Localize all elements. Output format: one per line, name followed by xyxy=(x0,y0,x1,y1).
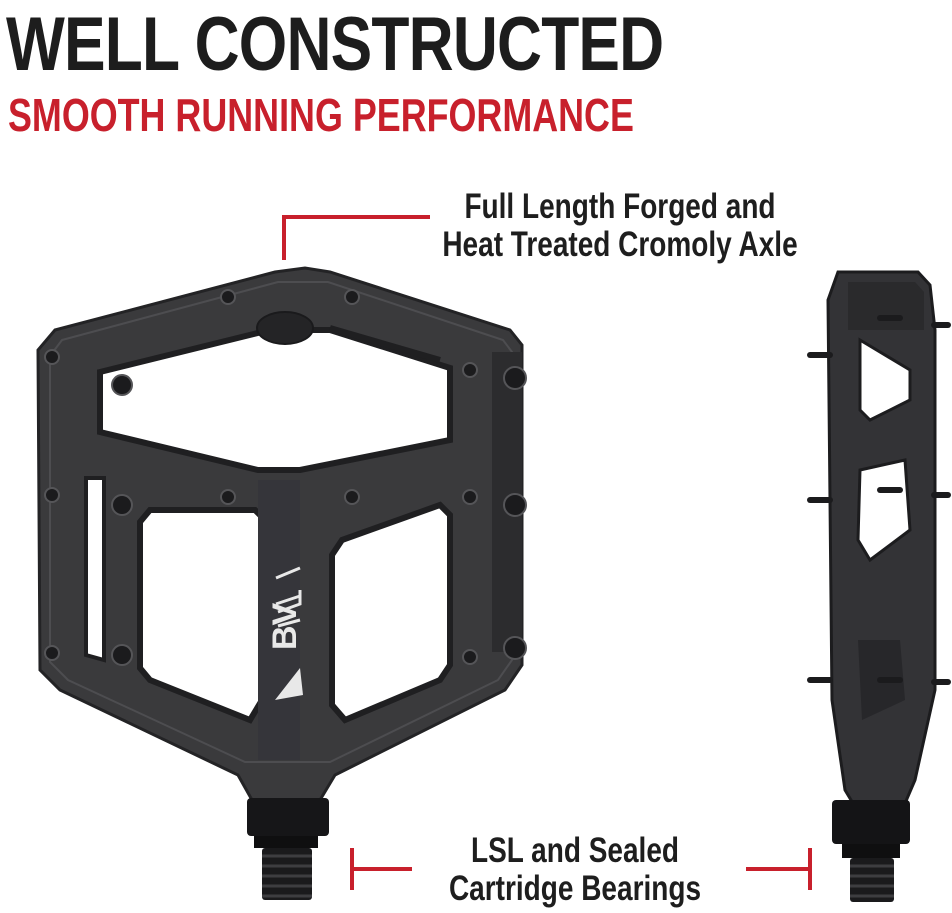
pedal-front-view: BV xyxy=(36,266,527,900)
bearings-callout-bracket-left xyxy=(350,848,412,890)
bearings-callout-bracket-right xyxy=(746,848,812,890)
headline-subtitle: SMOOTH RUNNING PERFORMANCE xyxy=(8,89,634,141)
axle-callout: Full Length Forged and Heat Treated Crom… xyxy=(440,188,800,264)
bv-logo-text: BV xyxy=(266,602,304,650)
bearings-callout-line1: LSL and Sealed xyxy=(471,831,679,870)
axle-callout-bracket xyxy=(282,215,430,260)
axle-callout-line1: Full Length Forged and xyxy=(464,187,776,226)
bv-logo xyxy=(275,566,303,700)
bearings-callout: LSL and Sealed Cartridge Bearings xyxy=(435,832,715,908)
pedal-side-view xyxy=(807,270,951,902)
axle-nut xyxy=(247,798,329,836)
axle-thread xyxy=(262,848,312,900)
bearings-callout-line2: Cartridge Bearings xyxy=(448,869,702,908)
side-pins xyxy=(807,315,951,685)
traction-pins xyxy=(44,289,527,666)
axle-callout-line2: Heat Treated Cromoly Axle xyxy=(442,225,798,264)
headline-title: WELL CONSTRUCTED xyxy=(6,2,664,87)
